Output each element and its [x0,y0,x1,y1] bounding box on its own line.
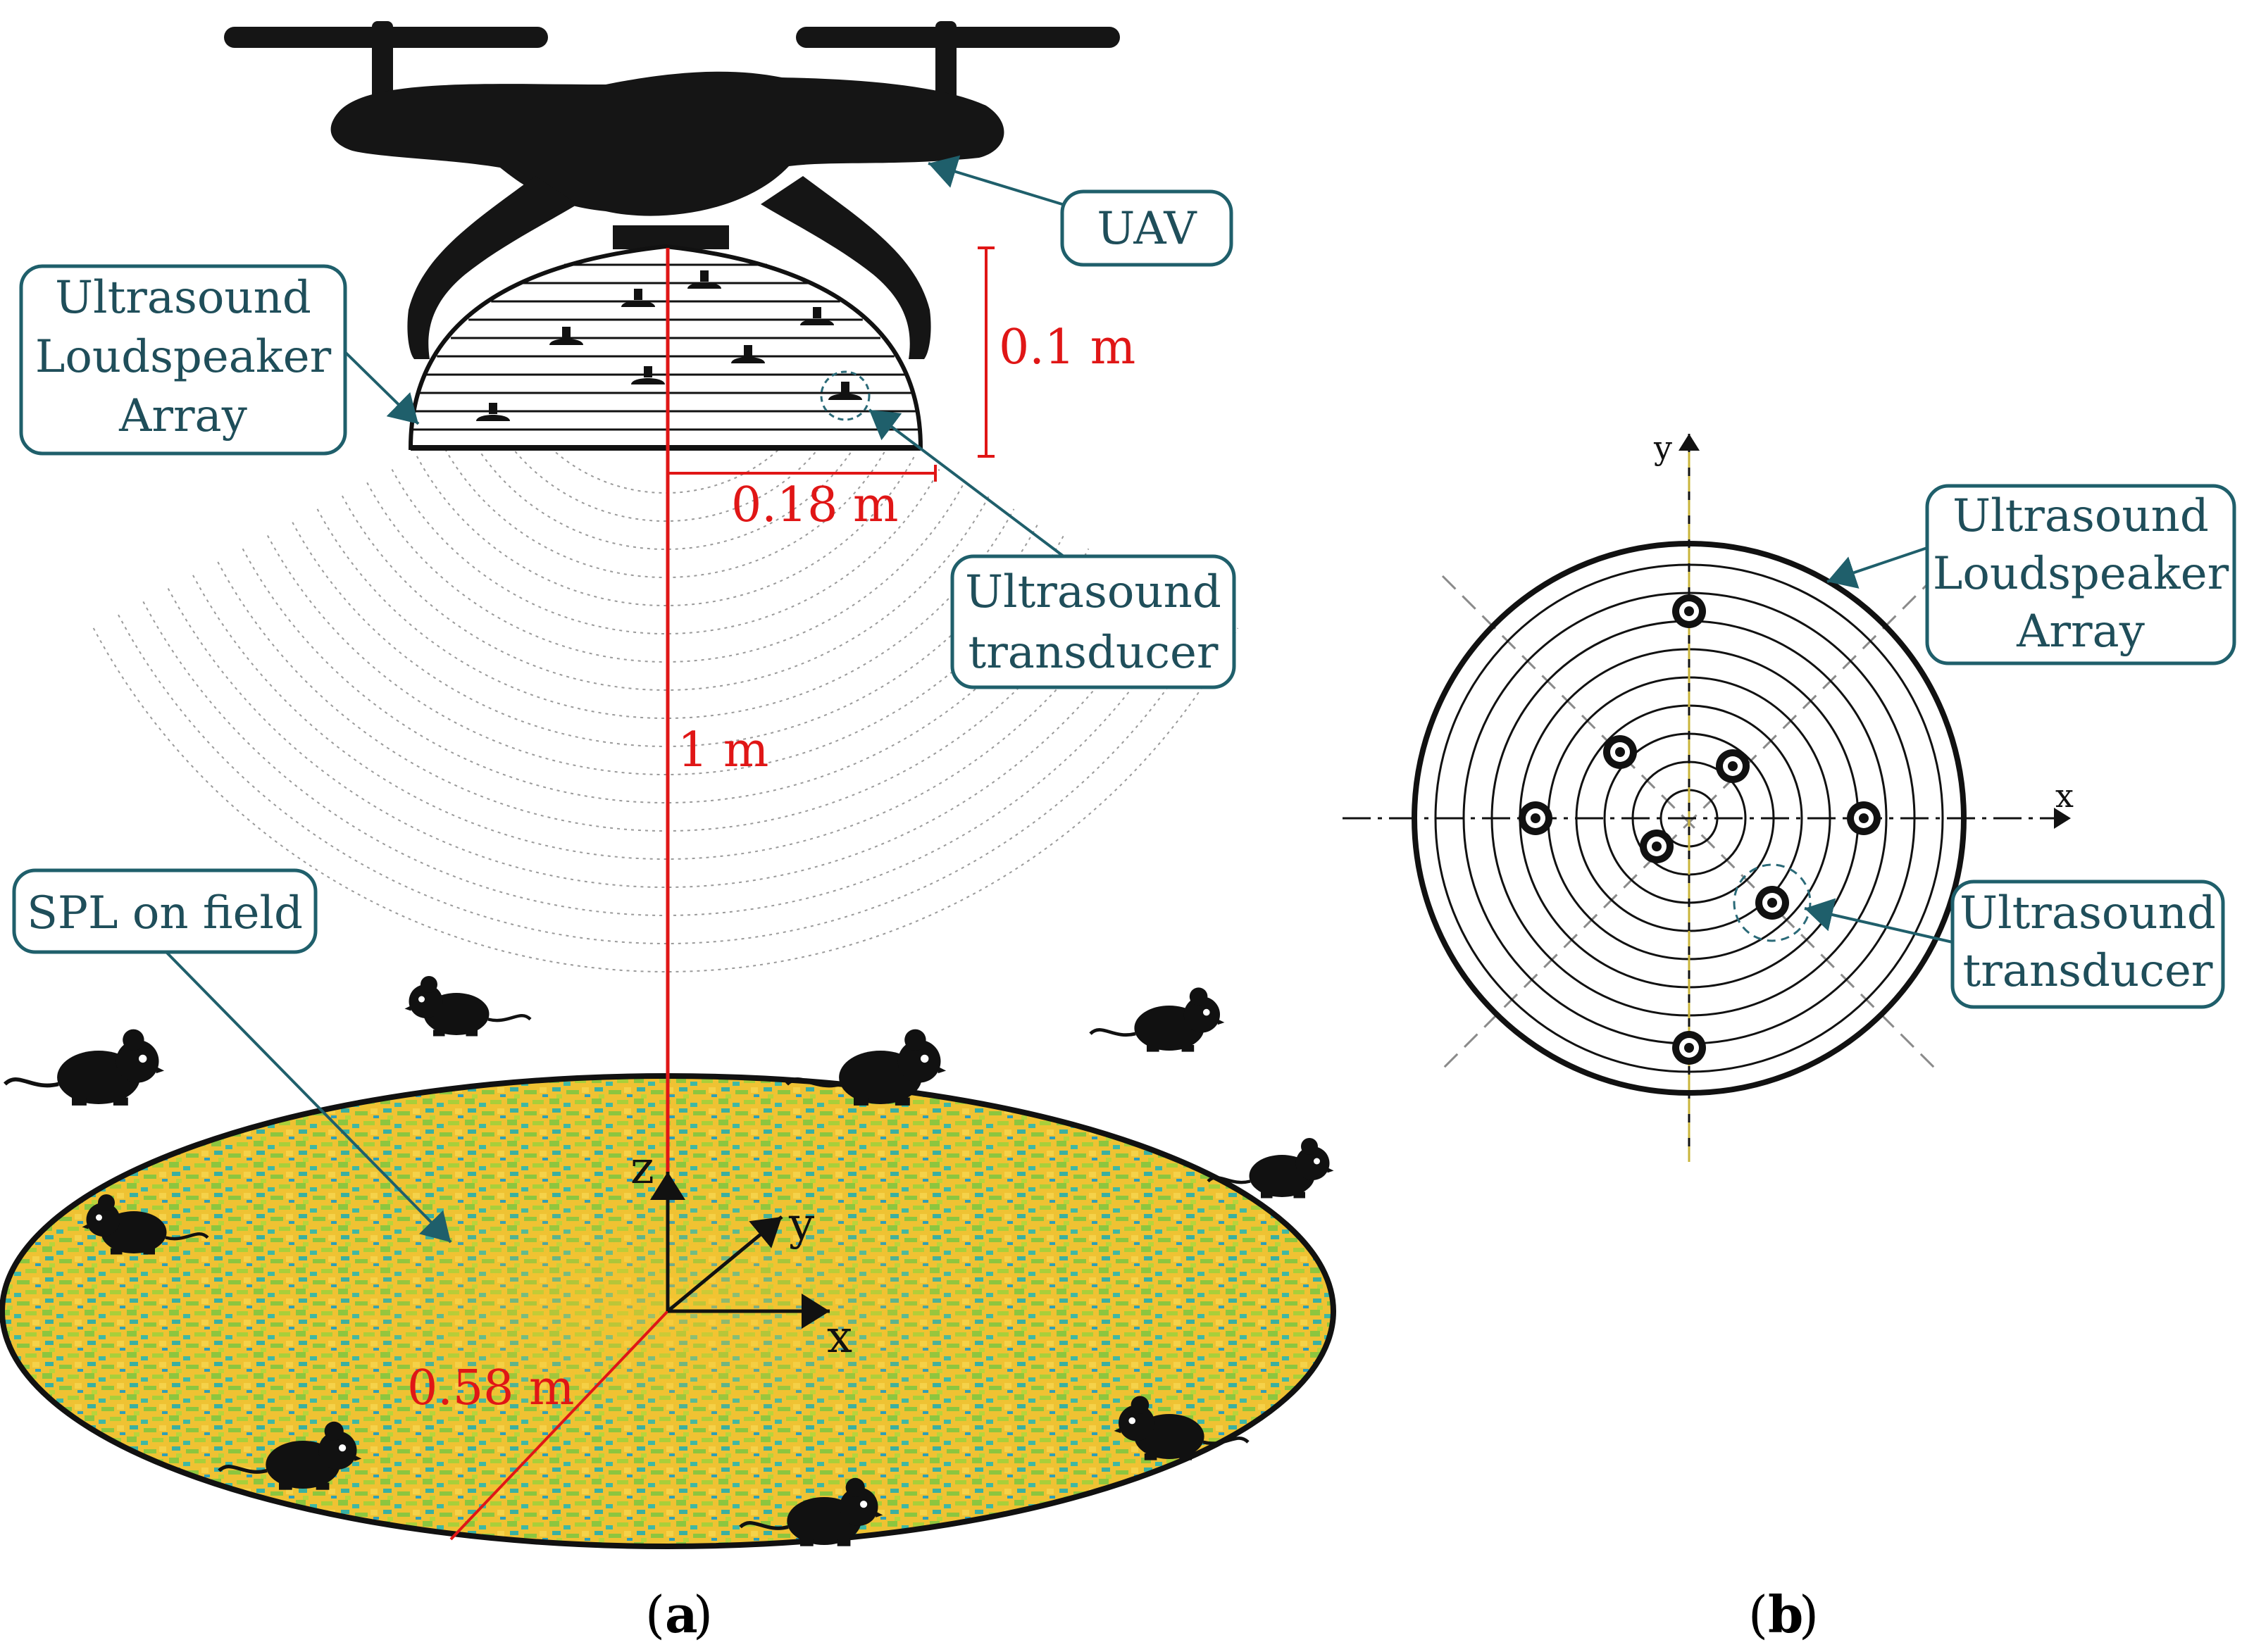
wave-arc [192,575,1139,860]
b-axis-x-label: x [2055,777,2074,815]
transducer-callout-a: Ultrasound transducer [868,408,1236,689]
radius-dimension [666,465,937,482]
field-radius-label: 0.58 m [407,1360,575,1416]
caption-b-open: ( [1748,1585,1768,1644]
transducer-icon [1672,594,1706,628]
panel-a: z y x 0.1 m 0.18 m 1 m 0.58 m UAV Ultras… [0,21,1336,1644]
transducer-callout-line1: Ultrasound [965,566,1221,618]
transducer-icon [621,289,655,307]
height-label: 0.1 m [999,320,1135,375]
wave-arc [217,561,1114,832]
transducer-icon [1519,801,1552,835]
wave-arc [267,534,1064,776]
array-callout-line2: Loudspeaker [35,331,332,383]
spl-callout: SPL on field [12,868,452,1244]
wave-arc [366,482,965,663]
spl-callout-label: SPL on field [27,887,303,939]
sound-wave-fan [92,403,1239,972]
transducer-icon [828,382,862,400]
uav-silhouette [224,21,1120,359]
array-callout-a: Ultrasound Loudspeaker Array [19,264,420,456]
wave-arc [142,601,1189,917]
transducer-icon [1716,749,1750,783]
wave-arc [416,456,916,607]
mouse-icon [5,1030,164,1106]
wave-arc [341,495,990,691]
height-dimension [978,246,995,458]
transducer-icon [731,345,765,363]
uav-callout-label: UAV [1097,203,1197,255]
array-callout-line3: Array [118,390,247,442]
mouse-icon [405,976,531,1037]
transducer-icon [1847,801,1881,835]
panel-b: y x Ultrasound Loudspeaker Array Ultraso… [1343,429,2236,1644]
axis-x-label: x [827,1311,852,1363]
uav-callout: UAV [928,155,1233,267]
radius-label: 0.18 m [731,477,899,533]
transducer-icon [1603,735,1637,769]
caption-a-open: ( [645,1585,665,1644]
transducer-icon [1672,1031,1706,1065]
wave-arc [316,508,1015,719]
transducer-callout-b: Ultrasound transducer [1804,880,2225,1009]
array-callout-b: Ultrasound Loudspeaker Array [1826,484,2236,665]
caption-a-close: ) [693,1585,713,1644]
transducer-callout-line2: transducer [968,627,1218,679]
transducer-icon [687,270,721,289]
caption-b-close: ) [1799,1585,1819,1644]
field-radius-line [449,1310,669,1541]
loudspeaker-array-dome [408,244,923,451]
b-array-callout-line3: Array [2016,606,2145,658]
transducers-b [1519,594,1881,1065]
wave-arc [292,522,1040,748]
transducer-icon [631,366,665,384]
wave-arc [167,588,1164,889]
coordinate-axes [650,1172,830,1329]
axis-y-label: y [788,1199,814,1251]
caption-b-letter: b [1768,1584,1803,1644]
transducer-icon [800,307,834,325]
wave-arc [490,415,841,522]
wave-arc [118,614,1214,944]
transducer-icon [476,403,510,421]
axis-z-label: z [630,1142,654,1194]
highlighted-transducer-marker [820,370,871,421]
mouse-icon [1090,987,1224,1051]
transducer-icon [1755,886,1789,920]
b-array-callout-line1: Ultrasound [1953,490,2209,542]
b-transducer-callout-line2: transducer [1962,945,2212,997]
distance-label: 1 m [678,722,768,778]
transducer-icon [549,327,583,345]
b-transducer-callout-line1: Ultrasound [1960,887,2216,939]
b-axis-y-label: y [1653,429,1672,467]
caption-a-letter: a [665,1584,698,1644]
transducer-icon [1640,830,1674,863]
b-array-callout-line2: Loudspeaker [1933,548,2229,600]
array-callout-line1: Ultrasound [55,272,311,324]
